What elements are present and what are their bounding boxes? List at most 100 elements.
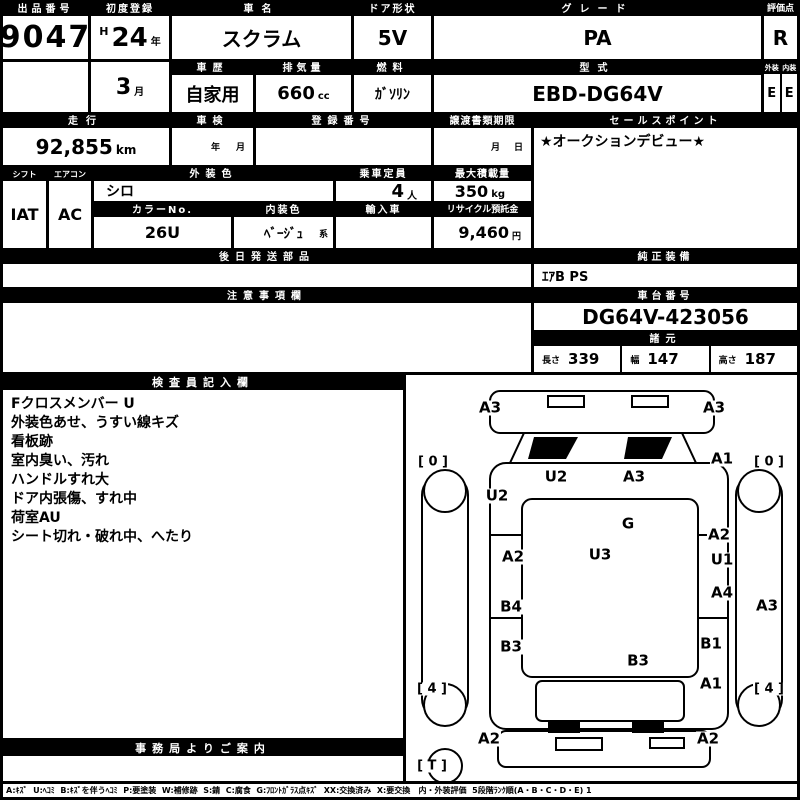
exterior-color-header: 外装色 [94,168,333,181]
damage-mark: A1 [698,674,724,693]
sales-point-header: セールスポイント [534,115,797,128]
first-registration-month: 3 月 [91,62,169,112]
car-history-header: 車歴 [172,62,253,75]
length-value: 339 [568,350,600,368]
score-header: 評価点 [764,3,797,16]
score-value: R [772,25,789,50]
caution-notes-value [3,303,531,372]
wiper-left [528,437,578,459]
roof-panel [521,498,699,678]
import-value [336,217,431,248]
interior-color-header: 内装色 [234,204,333,217]
inspection-note-line: 荷室AU [11,510,61,526]
width-cell: 幅 147 [620,346,708,372]
height-value: 187 [744,350,776,368]
license-plate [555,737,603,751]
transfer-deadline-value-row: 月 日 [434,128,531,165]
registration-number-block: 登録番号 [256,115,431,165]
exterior-grade-value: E [767,85,777,101]
shaken-value-row: 年 月 [172,128,253,165]
later-shipped-parts-block: 後日発送部品 [3,251,531,287]
interior-header: 内装 [781,62,797,74]
chassis-number-header: 車台番号 [534,290,797,303]
max-load-block: 最大積載量 350 kg [434,168,531,201]
model-code-header: 型式 [434,62,761,75]
lot-number-block: 出品番号 9047 [3,3,88,59]
model-code-block: 型式 EBD-DG64V [434,62,761,112]
interior-color-value-row: ﾍﾞｰｼﾞｭ 系 [234,217,333,248]
mileage-block: 走行 92,855 km [3,115,169,165]
color-number-header: カラーNo. [94,204,231,217]
recycle-deposit-unit: 円 [511,232,521,242]
car-name-header: 車名 [172,3,351,16]
caution-notes-header: 注意事項欄 [3,290,531,303]
tail-light-right [632,721,664,733]
damage-mark: A2 [695,729,721,748]
mileage-value-row: 92,855 km [3,128,169,165]
car-history-block: 車歴 自家用 [172,62,253,112]
interior-color-suffix: 系 [318,230,328,240]
wheel-front-right [737,469,781,513]
damage-mark: B1 [699,634,723,653]
model-code-value: EBD-DG64V [532,81,663,106]
import-block: 輸入車 [336,204,431,248]
exterior-interior-grid: 外装 E 内装 E [764,62,797,112]
interior-col: 内装 E [779,62,797,112]
damage-mark: [ 0 ] [753,454,785,470]
damage-mark: B3 [499,637,523,656]
inspection-note-line: ハンドルすれ大 [11,472,109,488]
mileage-unit: km [115,142,137,157]
inspection-note-line: Fクロスメンバー U [11,396,135,412]
damage-mark: A3 [754,596,780,615]
damage-mark: A2 [476,729,502,748]
office-info-block: 事務局よりご案内 [3,741,403,781]
wheel-front-left [423,469,467,513]
damage-mark: B3 [626,651,650,670]
transfer-deadline-block: 譲渡書類期限 月 日 [434,115,531,165]
grade-header: グレード [434,3,761,16]
first-registration-year: H 24 年 [91,16,169,59]
front-grille-right [631,395,669,408]
factory-equipment-header: 純正装備 [534,251,797,264]
office-info-header: 事務局よりご案内 [3,741,403,756]
score-block: 評価点 R [764,3,797,59]
damage-mark: [ T ] [416,758,448,774]
interior-color-value: ﾍﾞｰｼﾞｭ [264,227,303,242]
displacement-unit: cc [317,91,330,102]
inspection-note-line: 室内臭い、汚れ [11,453,109,469]
displacement-block: 排気量 660 cc [256,62,351,112]
damage-mark: U1 [709,550,735,569]
damage-mark: A1 [709,449,735,468]
year-unit: 年 [150,37,161,48]
car-name-block: 車名 スクラム [172,3,351,59]
lot-number-value: 9047 [3,20,88,55]
shaken-block: 車検 年 月 [172,115,253,165]
car-name-value: スクラム [221,27,302,51]
max-load-value: 350 [454,181,489,201]
chassis-number-block: 車台番号 DG64V-423056 [534,290,797,330]
front-grille-left [547,395,585,408]
import-header: 輸入車 [336,204,431,217]
dimensions-row: 長さ 339 幅 147 高さ 187 [534,346,797,372]
deadline-day-unit: 日 [513,143,523,153]
caution-notes-block: 注意事項欄 [3,290,531,372]
exterior-header: 外装 [764,62,780,74]
first-registration-month-block: 3 月 [91,62,169,112]
damage-mark: U2 [543,467,569,486]
damage-mark: [ 4 ] [416,681,448,697]
factory-equipment-block: 純正装備 ｴｱB PS [534,251,797,287]
damage-mark: U3 [587,545,613,564]
office-info-value [3,756,403,781]
registration-number-header: 登録番号 [256,115,431,128]
displacement-value-row: 660 cc [256,75,351,112]
max-load-header: 最大積載量 [434,168,531,181]
shift-block: シフト IAT [3,168,46,248]
capacity-header: 乗車定員 [336,168,431,181]
capacity-block: 乗車定員 4 人 [336,168,431,201]
chassis-number-value: DG64V-423056 [582,304,749,329]
rear-face [497,730,711,768]
damage-mark: A3 [621,467,647,486]
